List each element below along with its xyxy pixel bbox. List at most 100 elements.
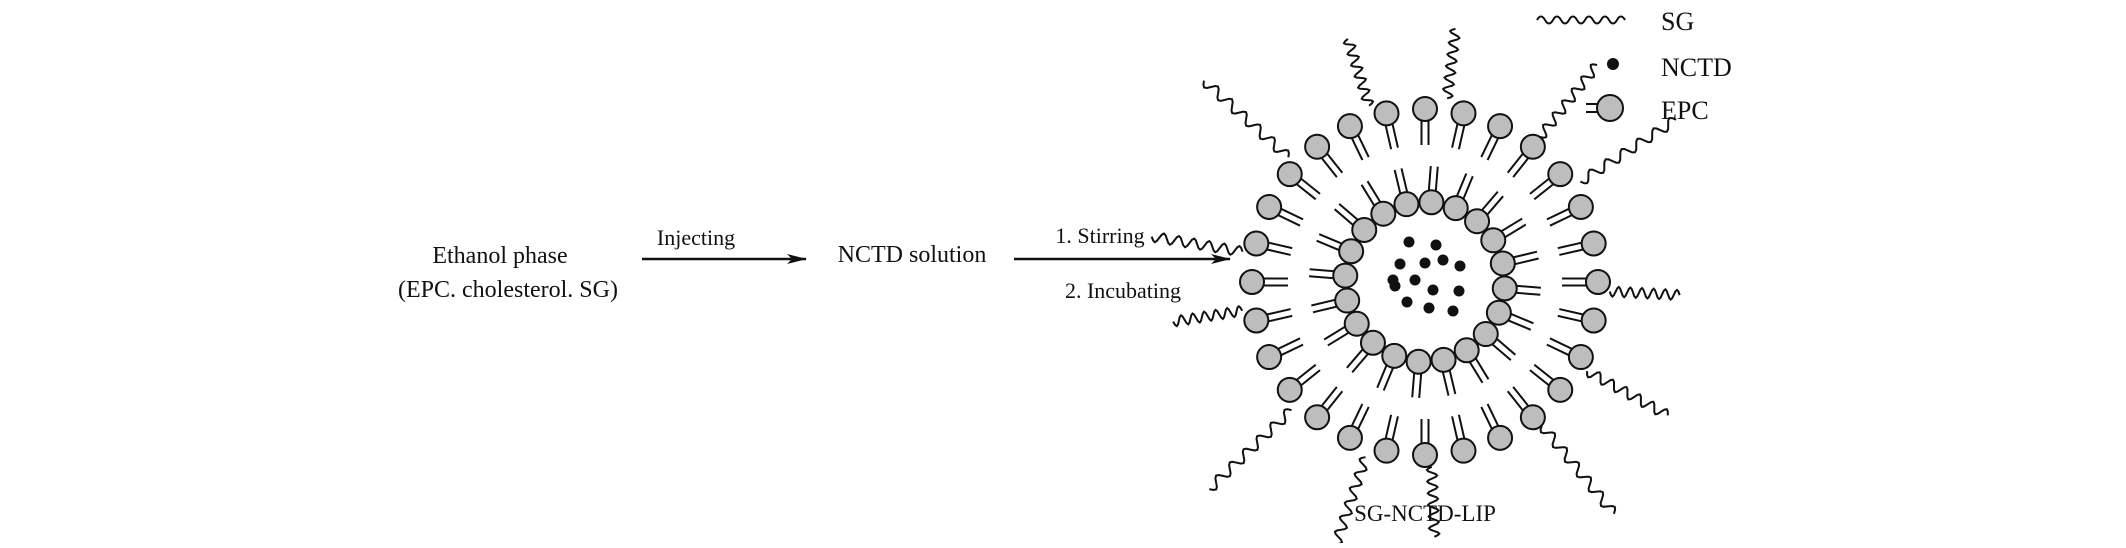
lipid-tail: [1312, 305, 1338, 314]
lipid-head: [1487, 113, 1514, 140]
injecting-label: Injecting: [657, 225, 735, 250]
lipid-tail: [1351, 352, 1370, 374]
sg-chain: [1539, 63, 1598, 139]
dot-icon: [1607, 58, 1619, 70]
lipid-head: [1547, 376, 1574, 403]
lipid-head: [1276, 376, 1303, 403]
lipid-tail: [1299, 369, 1321, 387]
lipid-tail: [1512, 156, 1530, 178]
lipid-head: [1370, 200, 1397, 227]
lipid-tail: [1559, 248, 1584, 256]
lipid-tail: [1299, 177, 1321, 195]
nctd-dot: [1437, 254, 1449, 266]
lipid-head: [1519, 404, 1546, 431]
sg-chain: [1608, 285, 1681, 302]
lipid-head: [1472, 321, 1499, 348]
lipid-head: [1567, 193, 1594, 220]
lipid-tail: [1546, 343, 1570, 357]
lipid-tail: [1557, 241, 1583, 250]
lipid-tail: [1309, 268, 1335, 273]
sg-chain: [1586, 371, 1669, 416]
wavy-line-icon: [1536, 15, 1626, 25]
lipid-tail: [1486, 137, 1500, 161]
legend: SG NCTD EPC: [1536, 7, 1732, 125]
lipid-tail: [1451, 123, 1459, 148]
lipid-tail: [1486, 403, 1500, 427]
lipid-head: [1489, 250, 1516, 277]
lipid-head: [1405, 348, 1432, 375]
lipid-head: [1334, 287, 1361, 314]
lipid-head: [1336, 424, 1363, 451]
lipid-tail: [1468, 360, 1484, 384]
lipid-head: [1412, 442, 1438, 468]
sg-chain: [1209, 408, 1292, 492]
lipid-tail: [1512, 386, 1530, 408]
lipid-tail: [1451, 416, 1459, 441]
lipid-head: [1373, 100, 1400, 127]
sg-chain: [1425, 465, 1441, 538]
lipid-head: [1453, 337, 1480, 364]
lipid-tail: [1320, 156, 1338, 178]
lipid-head: [1351, 216, 1378, 243]
lipid-tail: [1280, 207, 1304, 221]
lipid-tail: [1295, 363, 1317, 382]
legend-label-nctd: NCTD: [1661, 53, 1732, 82]
lipid-tail: [1559, 308, 1584, 316]
nctd-dot: [1454, 260, 1466, 272]
lipid-head: [1359, 329, 1386, 356]
nctd-dot: [1401, 296, 1413, 308]
lipid-tail: [1480, 190, 1499, 212]
lipid-head: [1239, 269, 1265, 295]
lipid-head: [1343, 310, 1370, 337]
lipid-head: [1487, 424, 1514, 451]
lipid-tail: [1462, 175, 1474, 200]
nctd-dot: [1403, 236, 1415, 248]
nctd-dot: [1419, 257, 1431, 269]
lipid-tail: [1557, 314, 1583, 323]
nctd-dot: [1387, 274, 1399, 286]
lipid-tail: [1325, 390, 1344, 412]
lipid-head: [1580, 230, 1607, 257]
lipid-tail: [1266, 248, 1291, 256]
lipid-tail: [1327, 331, 1350, 347]
lipid-tail: [1486, 195, 1504, 216]
lipid-head: [1276, 161, 1303, 188]
lipid-head: [1304, 404, 1331, 431]
lipid-tail: [1512, 250, 1538, 259]
lipid-head: [1567, 344, 1594, 371]
lipid-tail: [1384, 124, 1393, 150]
lipid-tail: [1333, 208, 1355, 227]
lipid-tail: [1280, 343, 1304, 357]
stirring-label: 1. Stirring: [1055, 223, 1144, 248]
lipid-tail: [1400, 168, 1409, 193]
lipid-head: [1243, 307, 1270, 334]
lipid-head: [1464, 208, 1491, 235]
lipid-tail: [1480, 134, 1494, 158]
nctd-solution-label: NCTD solution: [838, 242, 987, 268]
lipid-tail: [1350, 137, 1364, 161]
lipid-tail: [1356, 134, 1370, 158]
lipid-tail: [1448, 369, 1457, 395]
sg-chain: [1342, 38, 1375, 107]
legend-label-epc: EPC: [1661, 96, 1709, 125]
lipid-head: [1442, 195, 1469, 222]
nctd-dot: [1423, 302, 1435, 314]
product-label: SG-NCTD-LIP: [1354, 501, 1496, 526]
liposome: [1150, 27, 1681, 546]
lipid-head: [1256, 344, 1283, 371]
lipid-tail: [1366, 180, 1382, 204]
lipid-head: [1338, 238, 1365, 265]
nctd-dot: [1430, 239, 1442, 251]
lipid-head: [1430, 346, 1457, 373]
lipid-head: [1332, 262, 1359, 289]
lipid-tail: [1318, 233, 1343, 245]
lipid-head: [1418, 189, 1445, 216]
lipid-tail: [1491, 343, 1512, 361]
lipid-tail: [1360, 184, 1376, 207]
lipid-tail: [1503, 223, 1527, 239]
lipid-tail: [1267, 241, 1293, 250]
lipid-tail: [1515, 284, 1541, 289]
lipid-head: [1256, 193, 1283, 220]
lipid-tail: [1391, 123, 1399, 148]
lipid-tail: [1277, 213, 1301, 227]
